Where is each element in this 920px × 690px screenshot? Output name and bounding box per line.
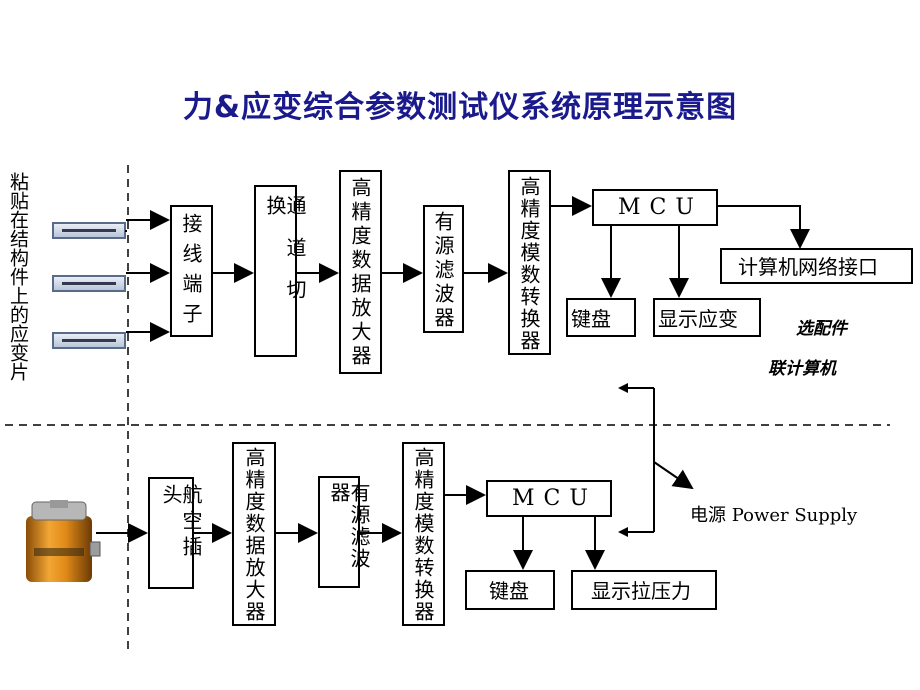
strain-display-label: 显示应变 bbox=[658, 307, 738, 331]
lower-keyboard-box: 键盘 bbox=[465, 570, 555, 610]
upper-adc-label: 高精度模数转换器 bbox=[517, 176, 541, 352]
lower-adc-box: 高精度模数转换器 bbox=[402, 442, 445, 626]
force-display-label: 显示拉压力 bbox=[591, 579, 691, 603]
upper-mcu-box: MCU bbox=[592, 189, 718, 226]
computer-link-note: 联计算机 bbox=[768, 359, 836, 379]
channel-switch-label: 通道切换 bbox=[263, 195, 307, 321]
strain-gauge-icon bbox=[52, 275, 126, 292]
terminal-block-label: 接线端子 bbox=[179, 213, 203, 333]
lower-filter-label: 有源滤波器 bbox=[327, 482, 371, 570]
upper-adc-box: 高精度模数转换器 bbox=[508, 170, 551, 355]
lower-adc-label: 高精度模数转换器 bbox=[411, 447, 435, 623]
lower-filter-box: 有源滤波器 bbox=[318, 476, 371, 588]
network-interface-label: 计算机网络接口 bbox=[738, 255, 878, 279]
lower-amplifier-box: 高精度数据放大器 bbox=[232, 442, 276, 626]
lower-amplifier-label: 高精度数据放大器 bbox=[242, 447, 266, 623]
diagram-title: 力&应变综合参数测试仪系统原理示意图 bbox=[182, 90, 738, 125]
lower-keyboard-label: 键盘 bbox=[489, 579, 529, 603]
force-display-box: 显示拉压力 bbox=[571, 570, 717, 610]
load-cell-icon bbox=[22, 500, 102, 584]
aviation-plug-label: 航空插头 bbox=[159, 484, 203, 562]
aviation-plug-box: 航空插头 bbox=[148, 477, 203, 589]
strain-display-box: 显示应变 bbox=[653, 298, 761, 337]
channel-switch-box: 通道切换 bbox=[254, 185, 307, 357]
upper-filter-label: 有源滤波器 bbox=[431, 211, 455, 331]
strain-gauge-label: 粘贴在结构件上的应变片 bbox=[7, 172, 29, 381]
lower-mcu-box: MCU bbox=[486, 480, 612, 517]
upper-amplifier-box: 高精度数据放大器 bbox=[339, 170, 382, 374]
upper-amplifier-label: 高精度数据放大器 bbox=[348, 177, 372, 369]
network-interface-box: 计算机网络接口 bbox=[720, 248, 913, 284]
upper-mcu-label: MCU bbox=[618, 195, 703, 220]
optional-accessory-note: 选配件 bbox=[796, 319, 847, 339]
upper-keyboard-label: 键盘 bbox=[571, 307, 611, 331]
power-supply-label: 电源 Power Supply bbox=[690, 505, 858, 526]
strain-gauge-icon bbox=[52, 332, 126, 349]
upper-keyboard-box: 键盘 bbox=[566, 298, 636, 337]
terminal-block-box: 接线端子 bbox=[170, 205, 213, 337]
lower-mcu-label: MCU bbox=[512, 486, 597, 511]
upper-filter-box: 有源滤波器 bbox=[423, 205, 464, 333]
